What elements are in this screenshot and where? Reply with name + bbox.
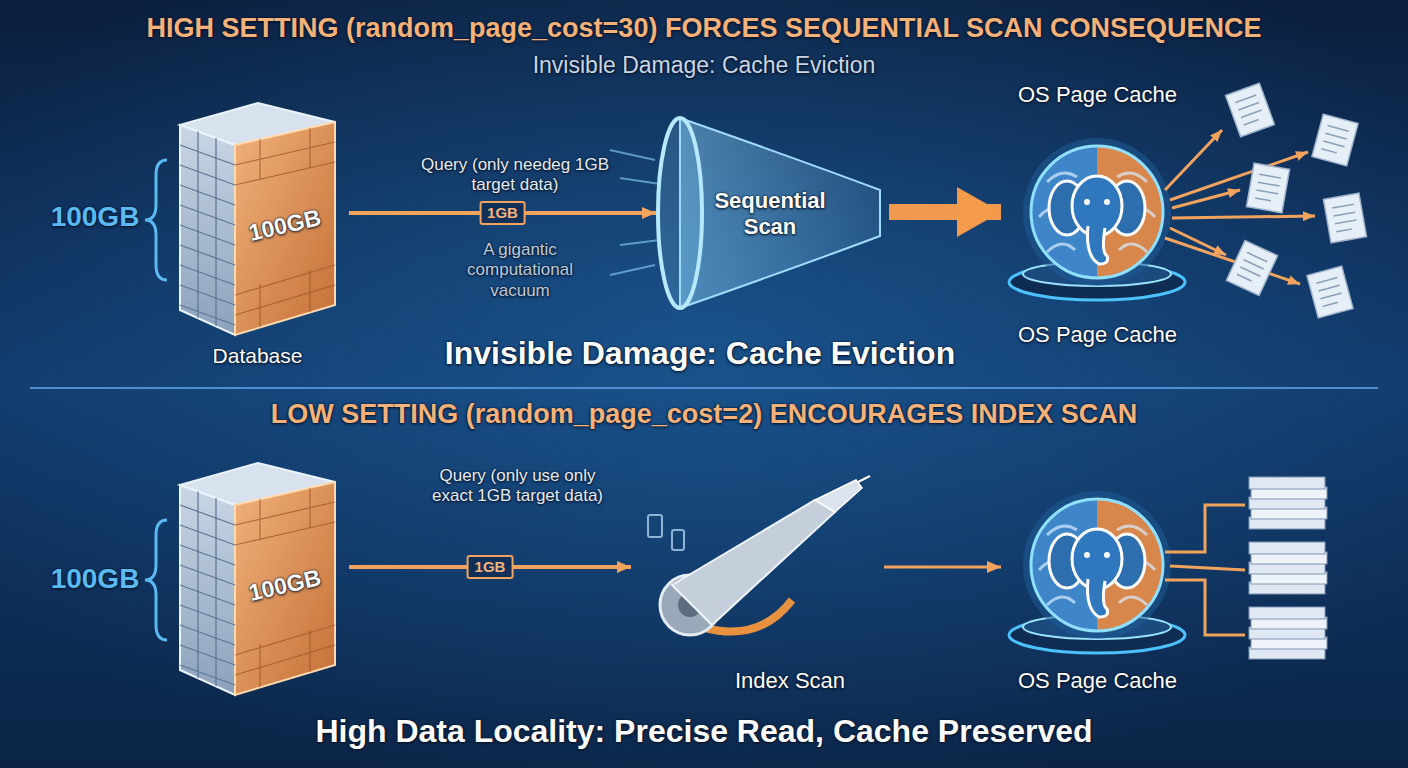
node-text: Sequential Scan	[700, 188, 840, 241]
panel-divider	[30, 387, 1378, 389]
flow-arrow	[889, 204, 1001, 220]
query-note: Query (only use only exact 1GB target da…	[425, 466, 610, 507]
scan-funnel: Sequential Scan	[660, 115, 885, 315]
flow-arrow	[884, 566, 1001, 569]
node-text: OS Page Cache	[1005, 668, 1190, 694]
funnel-illustration	[658, 118, 880, 308]
size-bracket	[145, 520, 167, 640]
node-text: Index Scan	[720, 668, 860, 694]
edge-label: 1GB	[467, 555, 514, 579]
edge-label: 1GB	[479, 201, 526, 225]
page-cache-illustration	[1009, 138, 1185, 300]
evicted-page	[1226, 83, 1275, 137]
database-box: 100GB Database	[170, 100, 345, 370]
node-text: OS Page Cache	[1005, 322, 1190, 348]
evicted-page	[1226, 240, 1277, 295]
panel-heading: LOW SETTING (random_page_cost=2) ENCOURA…	[0, 398, 1408, 430]
page-cache: OS Page Cache OS Page Cache	[1005, 82, 1190, 347]
panel-caption: High Data Locality: Precise Read, Cache …	[0, 712, 1408, 750]
database-box: 100GB	[170, 462, 345, 712]
cache-links	[1165, 505, 1245, 635]
evicted-page	[1312, 114, 1358, 166]
note-text: A gigantic computational vacuum	[445, 240, 595, 301]
panel-heading: HIGH SETTING (random_page_cost=30) FORCE…	[0, 12, 1408, 44]
panel-caption: Invisible Damage: Cache Eviction	[300, 334, 1100, 372]
index-scan-arm: Index Scan	[635, 480, 880, 705]
node-text: 100GB	[230, 200, 339, 251]
page-stack	[1249, 542, 1327, 594]
panel-subtitle: Invisible Damage: Cache Eviction	[0, 52, 1408, 80]
page-cache: OS Page Cache	[1005, 470, 1190, 700]
node-text: 100GB	[230, 560, 339, 611]
page-stack	[1249, 477, 1327, 529]
node-text: OS Page Cache	[1005, 82, 1190, 108]
node-text: Database	[170, 343, 345, 368]
page-stack	[1249, 607, 1327, 659]
size-bracket	[145, 160, 167, 280]
size-label: 100GB	[40, 562, 150, 596]
evicted-page	[1246, 163, 1289, 213]
disk-arm-illustration	[648, 476, 870, 635]
size-label: 100GB	[40, 200, 150, 234]
page-cache-illustration	[1009, 491, 1185, 653]
evicted-page	[1323, 193, 1366, 243]
evicted-page	[1307, 266, 1353, 318]
query-note: Query (only needeg 1GB target data)	[420, 155, 610, 196]
